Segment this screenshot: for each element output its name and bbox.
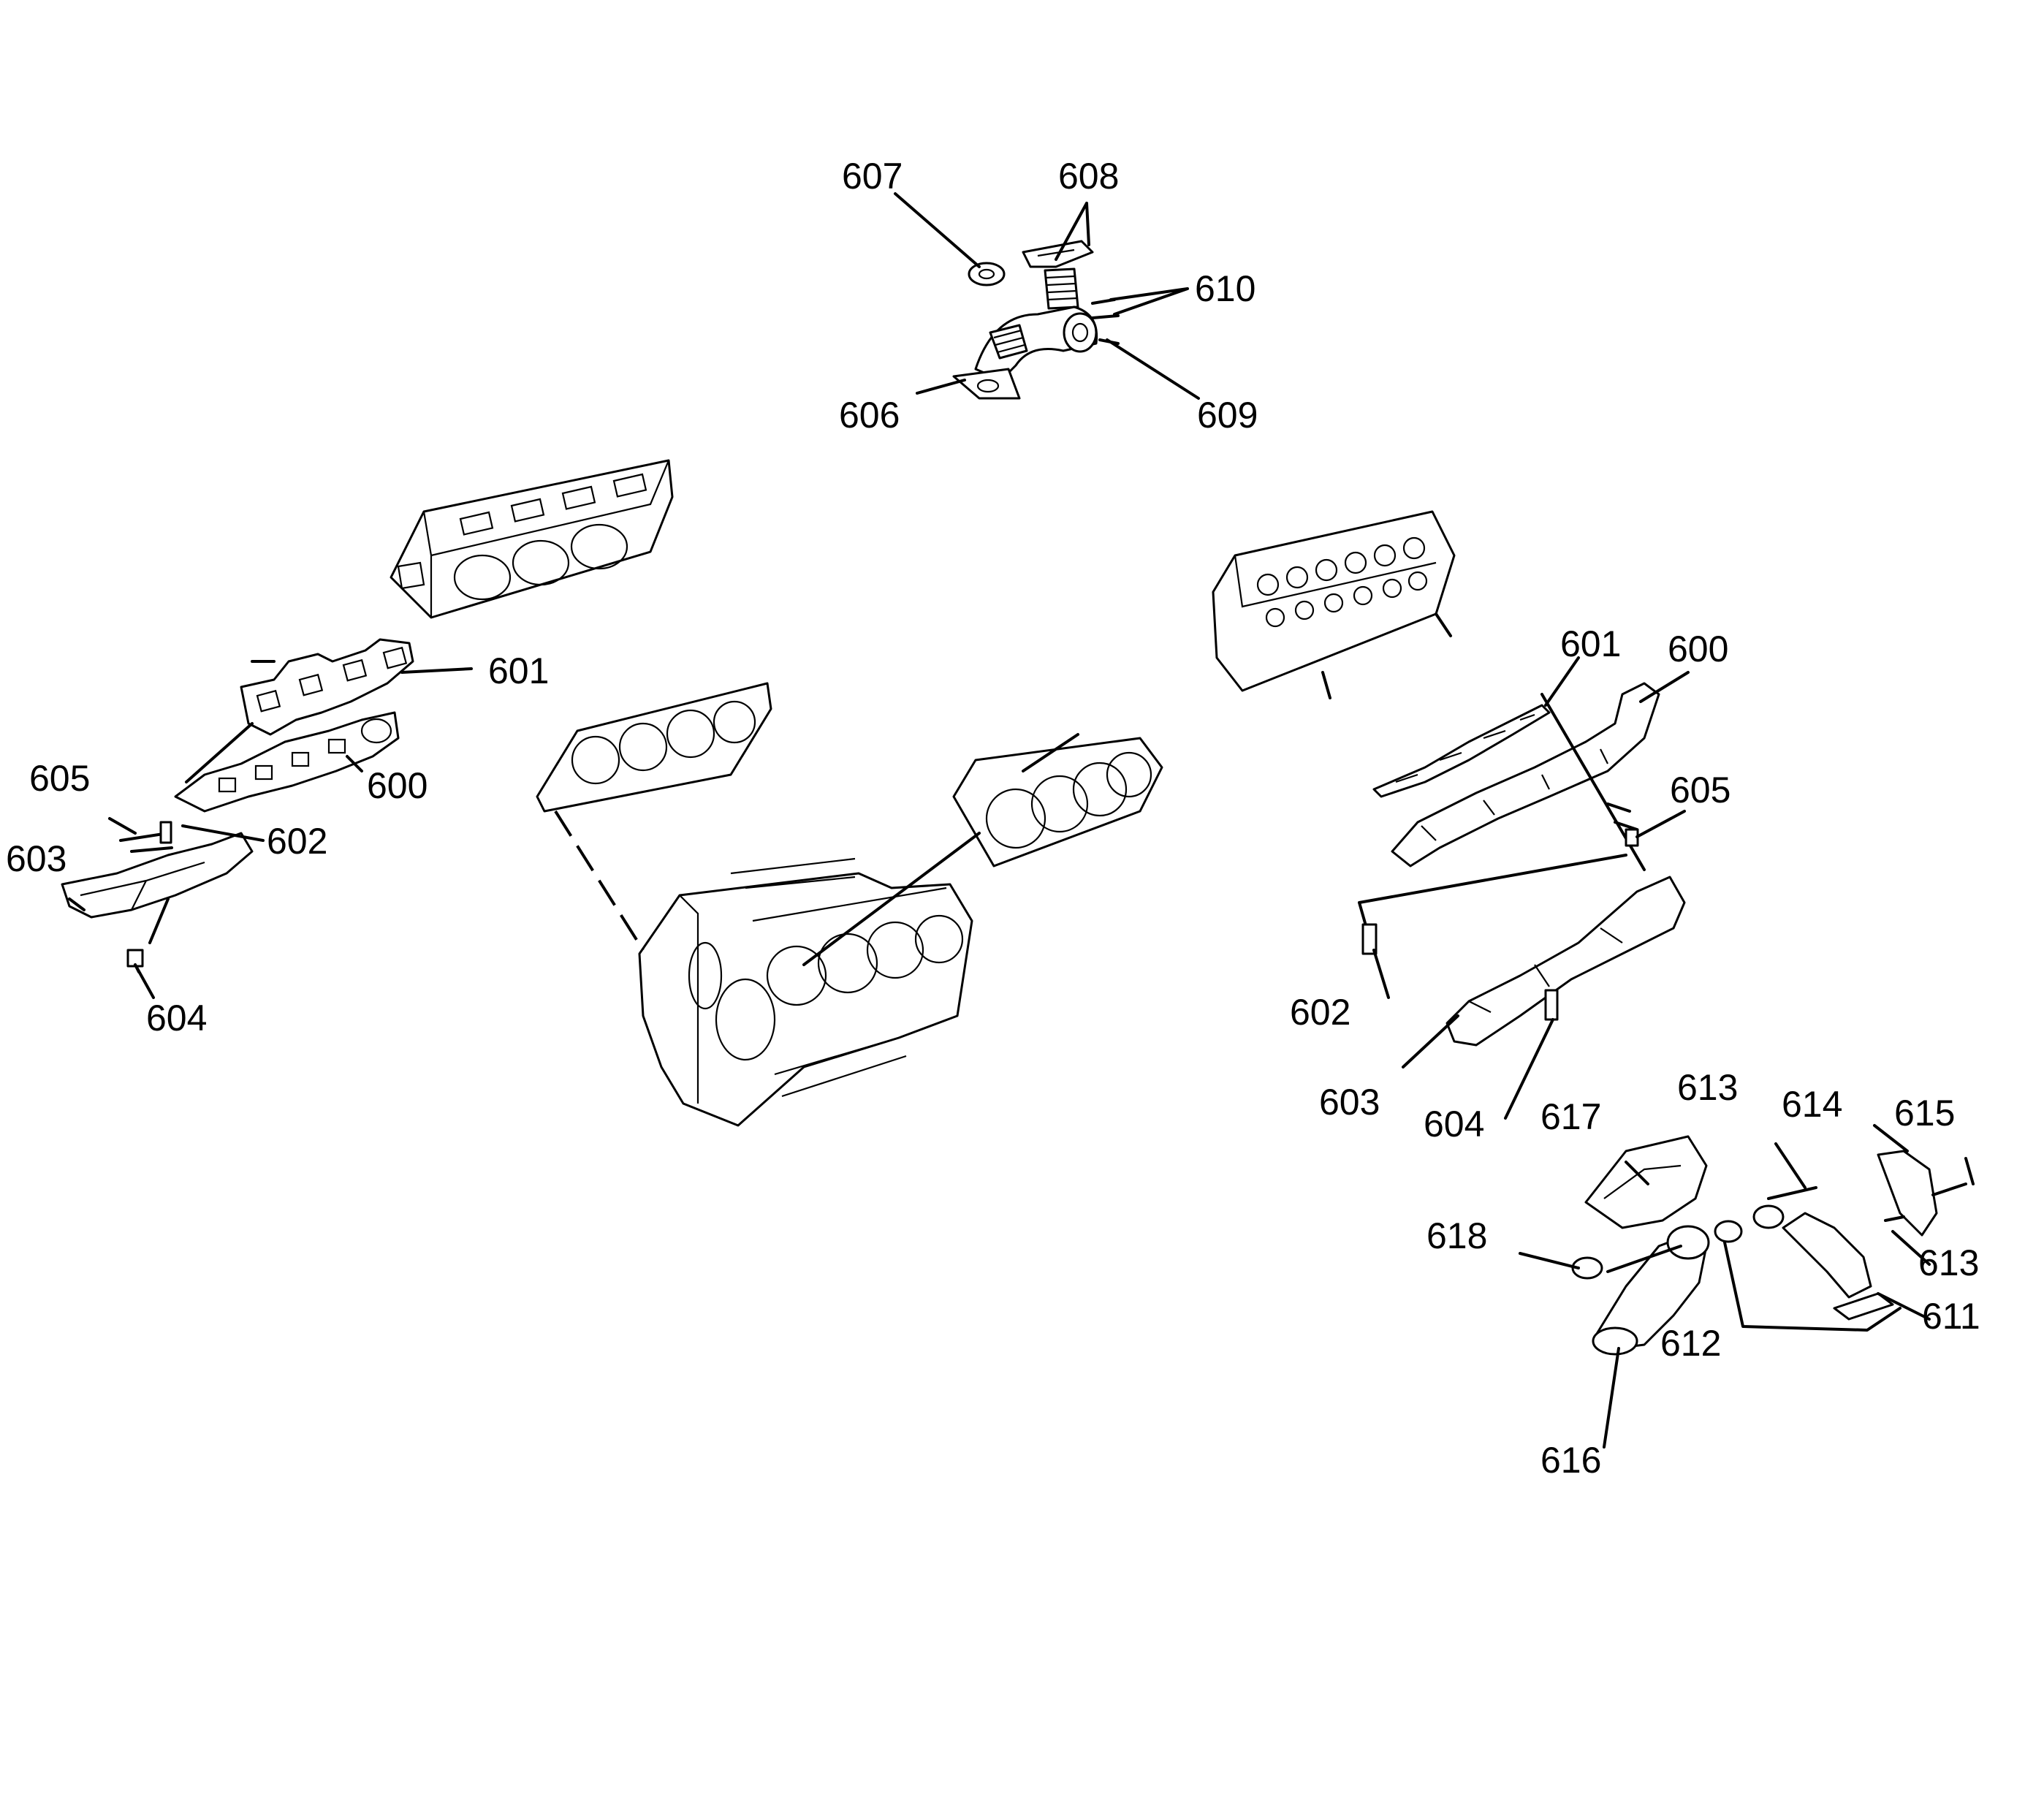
callout-617: 617 xyxy=(1540,1096,1601,1137)
callout-600-left: 600 xyxy=(367,765,428,806)
left-heat-shield xyxy=(61,832,254,919)
callout-601-left: 601 xyxy=(488,650,549,691)
right-gasket-leader xyxy=(802,832,981,966)
callout-605-left: 605 xyxy=(29,758,90,799)
left-head-gasket xyxy=(536,682,772,813)
callout-leaders xyxy=(68,192,1975,1449)
callout-612: 612 xyxy=(1660,1323,1721,1364)
callout-603-left: 603 xyxy=(6,838,67,879)
callout-614: 614 xyxy=(1782,1084,1842,1125)
callout-601-right: 601 xyxy=(1560,623,1621,664)
left-manifold-gasket xyxy=(185,638,414,783)
callout-606: 606 xyxy=(839,395,900,436)
left-cylinder-head xyxy=(390,459,674,619)
callout-604-right: 604 xyxy=(1424,1104,1484,1144)
engine-block xyxy=(638,857,973,1127)
callout-610: 610 xyxy=(1195,268,1255,309)
right-head-leader xyxy=(1022,733,1079,772)
callout-609: 609 xyxy=(1197,395,1258,436)
right-cylinder-head xyxy=(1212,510,1456,699)
callout-602-left: 602 xyxy=(267,821,327,862)
callout-613-bottom: 613 xyxy=(1918,1242,1979,1283)
right-head-gasket xyxy=(952,737,1163,867)
callout-618: 618 xyxy=(1426,1215,1487,1256)
callout-607: 607 xyxy=(842,156,903,197)
callout-611: 611 xyxy=(1922,1296,1980,1337)
left-gasket-leader xyxy=(554,810,645,952)
callout-604-left: 604 xyxy=(146,998,207,1039)
right-heat-shield xyxy=(1445,876,1686,1047)
up-pipe-assembly xyxy=(1571,1135,1967,1356)
callout-613-top: 613 xyxy=(1677,1067,1738,1108)
callout-608: 608 xyxy=(1058,156,1119,197)
right-exhaust-manifold xyxy=(1391,682,1660,867)
callout-605-right: 605 xyxy=(1670,770,1730,810)
callout-labels: 601 600 605 602 603 604 607 608 610 606 … xyxy=(6,156,1980,1481)
callout-616: 616 xyxy=(1540,1440,1601,1481)
callout-603-right: 603 xyxy=(1319,1082,1380,1123)
left-exhaust-manifold xyxy=(174,711,400,813)
right-manifold-gasket xyxy=(1372,704,1551,798)
callout-600-right: 600 xyxy=(1668,629,1728,669)
callout-602-right: 602 xyxy=(1290,992,1350,1033)
callout-615: 615 xyxy=(1894,1093,1955,1134)
